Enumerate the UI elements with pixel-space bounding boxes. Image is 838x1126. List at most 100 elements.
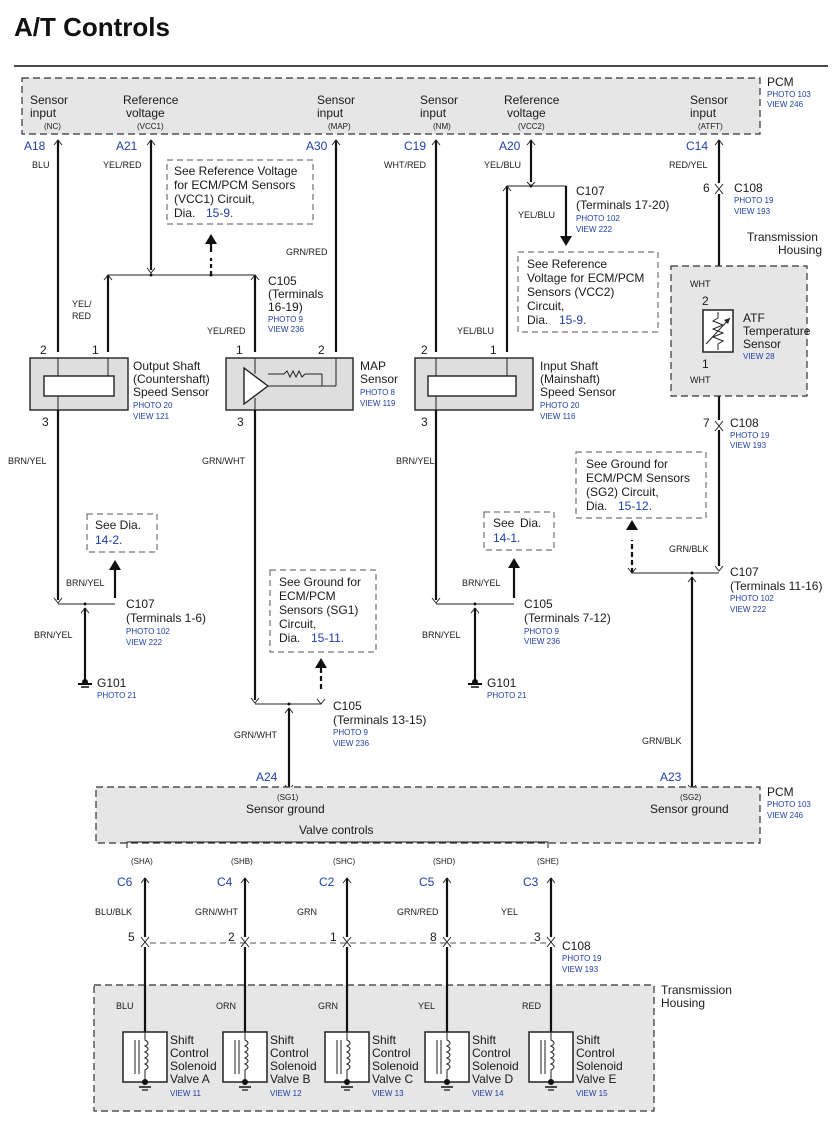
pcm-top-box [21,77,761,135]
c108-pin-7: 7 [703,416,710,430]
svg-text:1: 1 [702,357,709,371]
svg-text:Dia.: Dia. [279,631,300,645]
svg-text:2: 2 [318,343,325,357]
note-vcc2: See Reference Voltage for ECM/PCM Sensor… [517,251,659,333]
svg-text:3: 3 [42,415,49,429]
svg-text:(ATFT): (ATFT) [698,122,723,131]
svg-text:PHOTO 19: PHOTO 19 [562,954,602,963]
svg-text:(Terminals: (Terminals [268,287,323,301]
sg2-label: Sensor ground [650,802,729,816]
svg-text:(Terminals 7-12): (Terminals 7-12) [524,611,611,625]
wire-wht-red: WHT/RED [384,160,426,170]
svg-text:1: 1 [490,343,497,357]
pcm-bottom-view: VIEW 246 [767,811,804,820]
wire-output-shaft-ground [53,410,115,688]
wire-brn-yel-3: BRN/YEL [34,630,73,640]
pcm-input-map: Sensor input (MAP) [317,93,355,131]
svg-text:Circuit,: Circuit, [279,617,316,631]
connector-c107-17-20: C107 (Terminals 17-20) PHOTO 102 VIEW 22… [576,184,669,234]
wire-map-sg1 [250,410,326,791]
svg-text:1: 1 [330,930,337,944]
svg-text:PHOTO 102: PHOTO 102 [730,594,774,603]
svg-text:input: input [420,106,447,120]
svg-text:VIEW 222: VIEW 222 [576,225,613,234]
svg-text:See: See [493,516,515,530]
svg-text:See Reference Voltage: See Reference Voltage [174,164,298,178]
wire-c19-input-shaft [431,139,441,352]
svg-text:PHOTO 9: PHOTO 9 [333,728,369,737]
pin-a30: A30 [306,139,328,153]
svg-text:Sensor: Sensor [743,337,781,351]
wire-yel-blu-a: YEL/BLU [518,210,555,220]
svg-text:16-19): 16-19) [268,300,303,314]
ground-g101-left: G101 PHOTO 21 [97,676,137,700]
svg-text:C107: C107 [126,597,155,611]
shift-solenoid-valve-a: (SHA)C6BLU/BLK5BLUShiftControlSolenoidVa… [95,857,217,1098]
svg-text:Dia.: Dia. [520,516,541,530]
pin-c19: C19 [404,139,426,153]
svg-text:BLU/BLK: BLU/BLK [95,907,132,917]
wire-blu: BLU [32,160,50,170]
svg-text:C105: C105 [333,699,362,713]
svg-text:2: 2 [702,294,709,308]
svg-text:Control: Control [472,1046,511,1060]
svg-text:C105: C105 [524,597,553,611]
svg-text:VIEW 11: VIEW 11 [170,1089,202,1098]
wire-grn-wht-1: GRN/WHT [202,456,245,466]
svg-text:Sensors (SG1): Sensors (SG1) [279,603,358,617]
wire-yel-blu-b: YEL/BLU [457,326,494,336]
pin-a21: A21 [116,139,138,153]
svg-text:voltage: voltage [507,106,546,120]
svg-text:(VCC1): (VCC1) [137,122,164,131]
svg-text:VIEW 28: VIEW 28 [743,352,775,361]
svg-text:(Mainshaft): (Mainshaft) [540,372,600,386]
svg-text:ECM/PCM: ECM/PCM [279,589,336,603]
svg-text:Speed Sensor: Speed Sensor [133,385,209,399]
svg-text:VIEW 193: VIEW 193 [730,441,767,450]
pcm-bottom-name: PCM [767,785,794,799]
wire-brn-yel-2: BRN/YEL [66,578,105,588]
wire-yel-red-a: YEL/ [72,299,92,309]
svg-text:PHOTO 20: PHOTO 20 [540,401,580,410]
wire-yel-red-a2: RED [72,311,92,321]
svg-text:15-9.: 15-9. [559,313,586,327]
pcm-input-nm: Sensor input (NM) [420,93,458,131]
svg-text:VIEW 12: VIEW 12 [270,1089,302,1098]
svg-text:GRN: GRN [318,1001,338,1011]
connector-c107-11-16: C107 (Terminals 11-16) PHOTO 102 VIEW 22… [730,565,822,614]
pin-a20: A20 [499,139,521,153]
svg-text:Shift: Shift [270,1033,295,1047]
wire-grn-blk-1: GRN/BLK [669,544,709,554]
svg-text:Shift: Shift [170,1033,195,1047]
wire-wht-bottom: WHT [690,375,711,385]
svg-text:Dia.: Dia. [174,206,195,220]
svg-text:Temperature: Temperature [743,324,811,338]
note-vcc1: See Reference Voltage for ECM/PCM Sensor… [166,159,314,225]
svg-text:Control: Control [170,1046,209,1060]
svg-text:(VCC1) Circuit,: (VCC1) Circuit, [174,192,255,206]
wire-brn-yel-6: BRN/YEL [422,630,461,640]
wire-yel-red-b: YEL/RED [207,326,246,336]
note-dia-left: See Dia. 14-2. [86,513,158,598]
svg-text:C4: C4 [217,875,233,889]
shift-solenoid-valve-c: (SHC)C2GRN1GRNShiftControlSolenoidValve … [297,857,419,1098]
svg-text:Reference: Reference [123,93,179,107]
shift-solenoid-valve-d: (SHD)C5GRN/RED8YELShiftControlSolenoidVa… [397,857,519,1098]
svg-text:C3: C3 [523,875,539,889]
svg-text:Sensor: Sensor [30,93,68,107]
wire-input-shaft-ground [431,410,514,688]
svg-text:input: input [690,106,717,120]
svg-text:VIEW 236: VIEW 236 [333,739,370,748]
svg-text:Valve B: Valve B [270,1072,310,1086]
svg-text:Housing: Housing [661,996,705,1010]
svg-text:(Terminals 11-16): (Terminals 11-16) [730,579,822,593]
svg-text:(Terminals 1-6): (Terminals 1-6) [126,611,206,625]
svg-text:GRN/RED: GRN/RED [397,907,439,917]
svg-text:C108: C108 [562,939,591,953]
svg-text:C5: C5 [419,875,435,889]
wire-a21-vcc1 [103,139,260,352]
input-shaft-sensor: 2 1 3 Input Shaft (Mainshaft) Speed Sens… [414,343,616,429]
svg-text:YEL: YEL [501,907,518,917]
svg-text:(NC): (NC) [44,122,61,131]
trans-housing-label-bottom: Transmission Housing [661,983,732,1010]
